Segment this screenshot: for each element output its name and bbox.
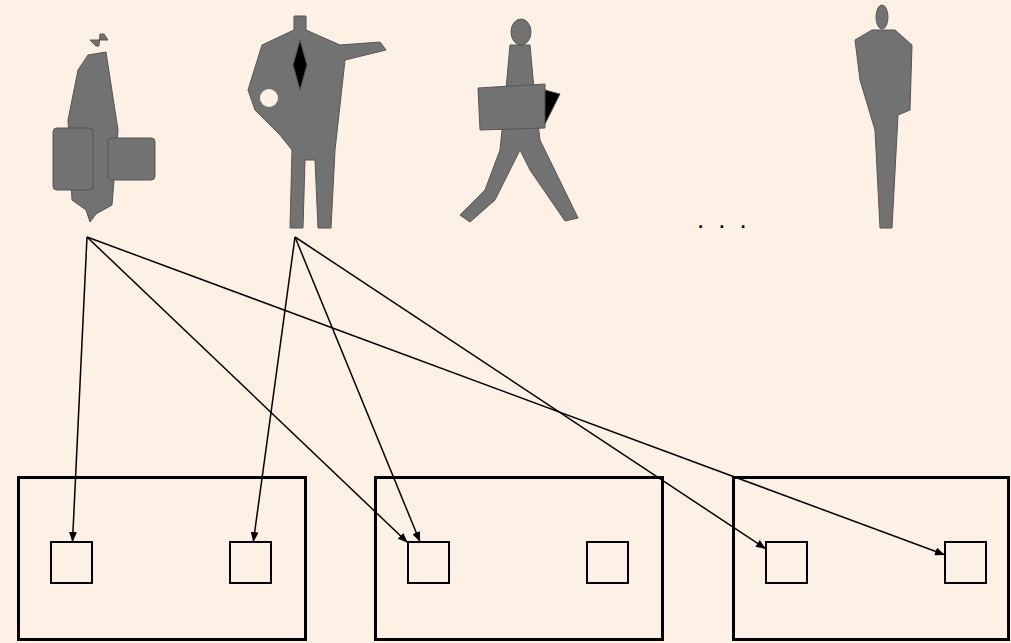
arm-gap xyxy=(260,89,278,107)
ellipsis-label: ... xyxy=(697,204,761,235)
person-silhouette xyxy=(855,30,912,228)
slot-box xyxy=(765,541,808,584)
person-figure xyxy=(245,15,345,237)
person-silhouette xyxy=(248,16,386,228)
assignment-arrow xyxy=(87,237,407,542)
container-box xyxy=(374,476,664,641)
slot-box xyxy=(407,541,450,584)
container-box xyxy=(732,476,1010,641)
assignment-arrow xyxy=(295,237,420,541)
person-figure xyxy=(460,20,580,237)
slot-box xyxy=(50,541,93,584)
folder xyxy=(478,84,545,130)
folder-edge xyxy=(545,90,560,124)
person-figure xyxy=(37,30,137,237)
slot-box xyxy=(586,541,629,584)
head xyxy=(876,5,888,29)
assignment-arrow xyxy=(87,237,944,555)
assignment-arrow xyxy=(295,237,765,548)
suitcase xyxy=(108,138,155,180)
head xyxy=(511,19,531,45)
person-silhouette xyxy=(460,45,578,222)
tie xyxy=(293,40,307,90)
container-box xyxy=(17,476,307,641)
assignment-arrow xyxy=(253,237,295,541)
suitcase xyxy=(53,128,93,190)
assignment-arrow xyxy=(73,237,87,541)
person-silhouette xyxy=(90,34,108,46)
slot-box xyxy=(944,541,987,584)
slot-box xyxy=(229,541,272,584)
person-figure xyxy=(850,5,915,237)
